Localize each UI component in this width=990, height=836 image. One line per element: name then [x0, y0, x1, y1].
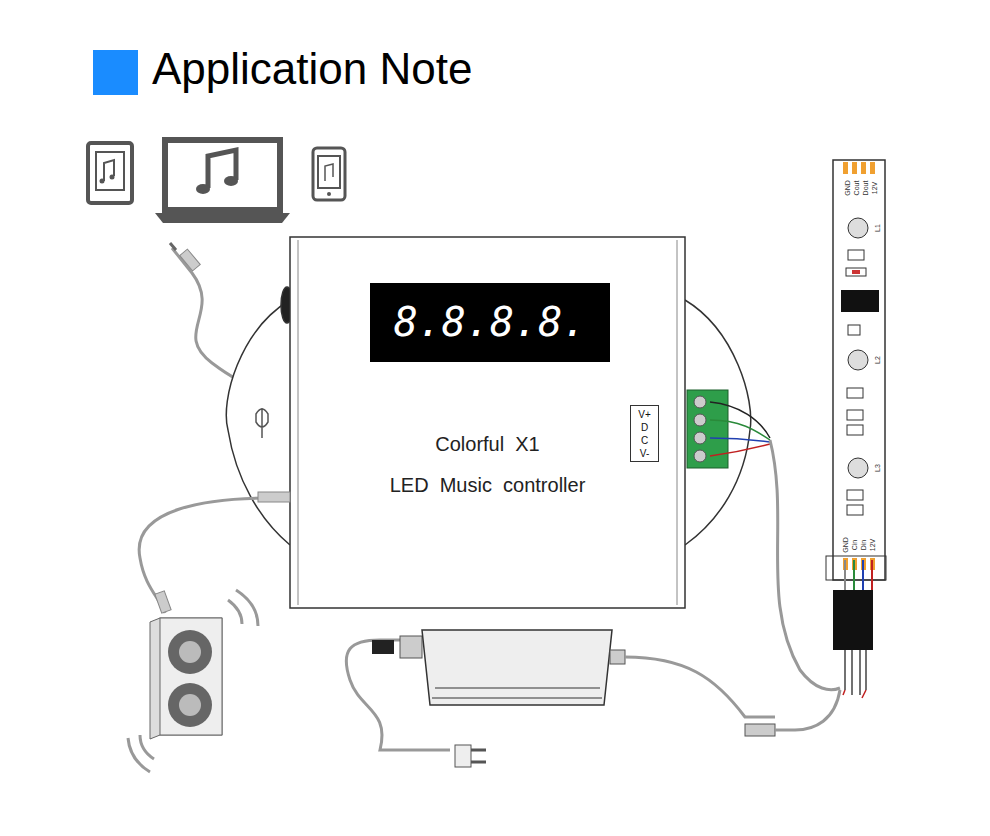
- strip-label: 12V: [871, 182, 879, 194]
- strip-label: GND: [842, 537, 850, 553]
- strip-label: 12V: [869, 539, 877, 551]
- strip-label: Din: [860, 540, 868, 551]
- strip-label: L3: [874, 464, 882, 472]
- pin-name: D: [631, 421, 658, 434]
- tablet-icon: [88, 143, 132, 203]
- wires: [710, 402, 840, 690]
- strip-label: GND: [844, 180, 852, 196]
- controller-housing: [226, 237, 750, 608]
- strip-label: Dout: [862, 181, 870, 196]
- led-strip: [826, 160, 886, 698]
- strip-label: Cout: [853, 181, 861, 196]
- product-name: LED Music controller: [290, 474, 685, 497]
- title: Application Note: [152, 44, 472, 94]
- controller-box: Colorful X1 LED Music controller 8.8.8.8. V…: [290, 237, 685, 608]
- strip-label: Cin: [851, 540, 859, 551]
- pin-name: C: [631, 434, 658, 447]
- pin-name: V-: [631, 447, 658, 460]
- strip-label: L1: [874, 224, 882, 232]
- speaker: [128, 492, 290, 772]
- pin-name: V+: [631, 408, 658, 421]
- display-digits: 8.8.8.8.: [370, 283, 610, 362]
- terminal-label-box: V+DCV-: [630, 405, 659, 462]
- product-name: Colorful X1: [290, 433, 685, 456]
- laptop-icon: [155, 140, 290, 223]
- strip-label: L2: [874, 356, 882, 364]
- terminal-block: [687, 390, 728, 468]
- phone-icon: [313, 148, 345, 200]
- segment-display: 8.8.8.8.: [370, 283, 610, 362]
- title-square: [93, 50, 138, 95]
- power-adapter: [346, 630, 840, 767]
